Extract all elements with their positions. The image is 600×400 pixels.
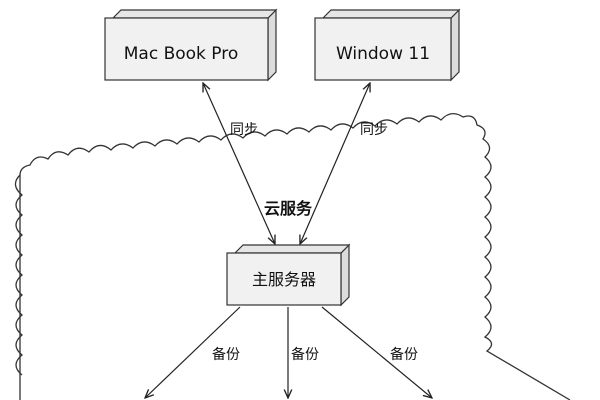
edge-sync-left [203, 83, 275, 244]
edge-backup-2-label: 备份 [291, 346, 319, 363]
edge-sync-right [300, 83, 370, 244]
edge-sync-left-label: 同步 [230, 122, 258, 138]
node-windows-label: Window 11 [336, 44, 430, 64]
cloud-label: 云服务 [264, 199, 313, 218]
edge-sync-right-label: 同步 [360, 122, 388, 138]
node-macbook-label: Mac Book Pro [124, 44, 239, 64]
edge-backup-1-label: 备份 [212, 346, 240, 363]
node-window-11[interactable]: Window 11 [314, 8, 461, 82]
cloud-left-scallops [14, 174, 24, 376]
node-main-server[interactable]: 主服务器 [226, 243, 351, 307]
node-macbook-pro[interactable]: Mac Book Pro [104, 8, 278, 82]
edge-backup-3 [321, 306, 432, 398]
edge-backup-3-label: 备份 [390, 346, 418, 363]
edge-backup-1 [145, 306, 241, 398]
node-server-label: 主服务器 [252, 270, 316, 289]
